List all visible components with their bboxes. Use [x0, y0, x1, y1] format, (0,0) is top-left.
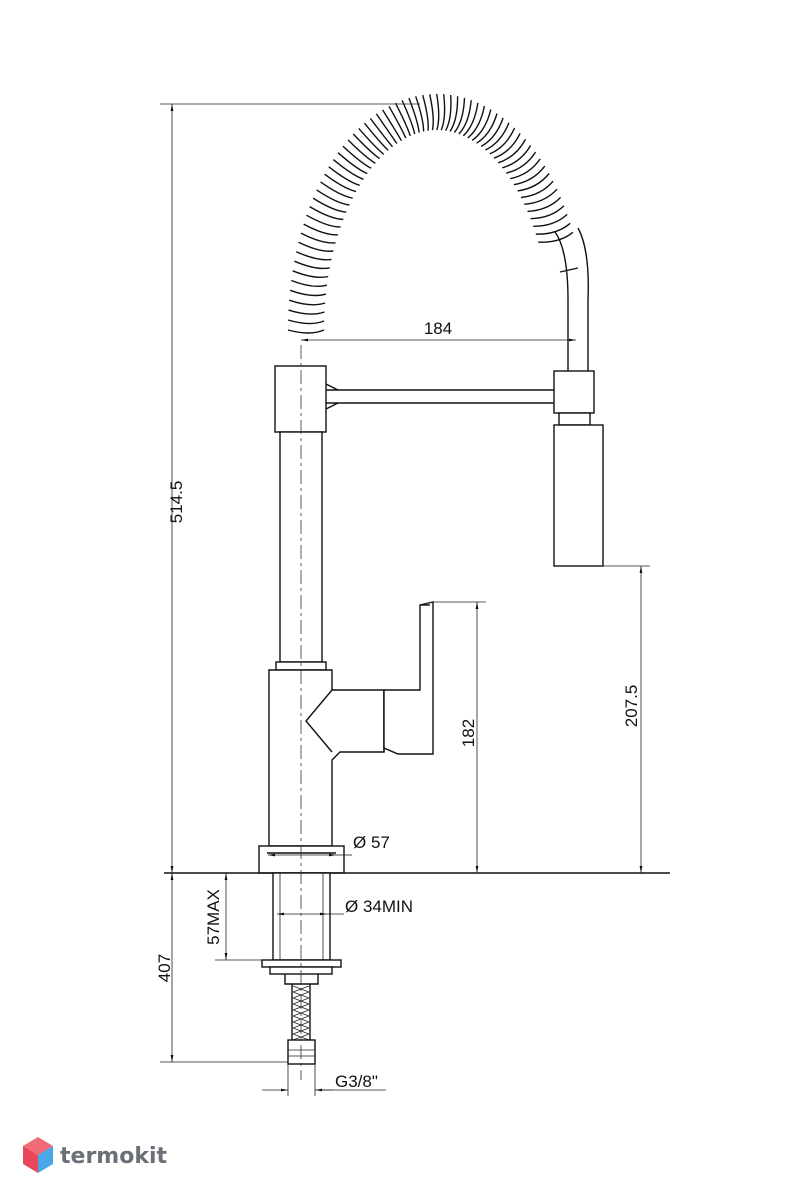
- mounting-shank: [272, 872, 331, 961]
- dim-total-height: 514.5: [167, 481, 186, 524]
- spray-head: [553, 424, 604, 567]
- cube-icon: [23, 1137, 53, 1173]
- lever-handle: [383, 601, 434, 755]
- spray-holder: [553, 370, 595, 414]
- brand-logo: termokit: [23, 1137, 167, 1173]
- spring-coil: [287, 93, 574, 334]
- top-collar: [274, 365, 327, 433]
- dim-spout-reach: 184: [424, 319, 452, 338]
- faucet-body: [164, 93, 670, 1080]
- dim-thread: G3/8": [335, 1072, 378, 1091]
- base-ring: [258, 845, 345, 874]
- dim-handle-height: 182: [459, 719, 478, 747]
- hose-nut: [287, 1039, 316, 1065]
- dimensions: 514.5 184 207.5 182 Ø 57 Ø 34MIN 57MAX 4…: [155, 103, 650, 1096]
- dim-base-diameter: Ø 57: [353, 833, 390, 852]
- dim-hole-diameter: Ø 34MIN: [345, 897, 413, 916]
- dim-hose-length: 407: [155, 954, 174, 982]
- brand-name: termokit: [60, 1144, 167, 1169]
- dim-spout-height: 207.5: [622, 685, 641, 728]
- lock-nut: [261, 959, 342, 968]
- dim-deck-thickness: 57MAX: [204, 889, 223, 945]
